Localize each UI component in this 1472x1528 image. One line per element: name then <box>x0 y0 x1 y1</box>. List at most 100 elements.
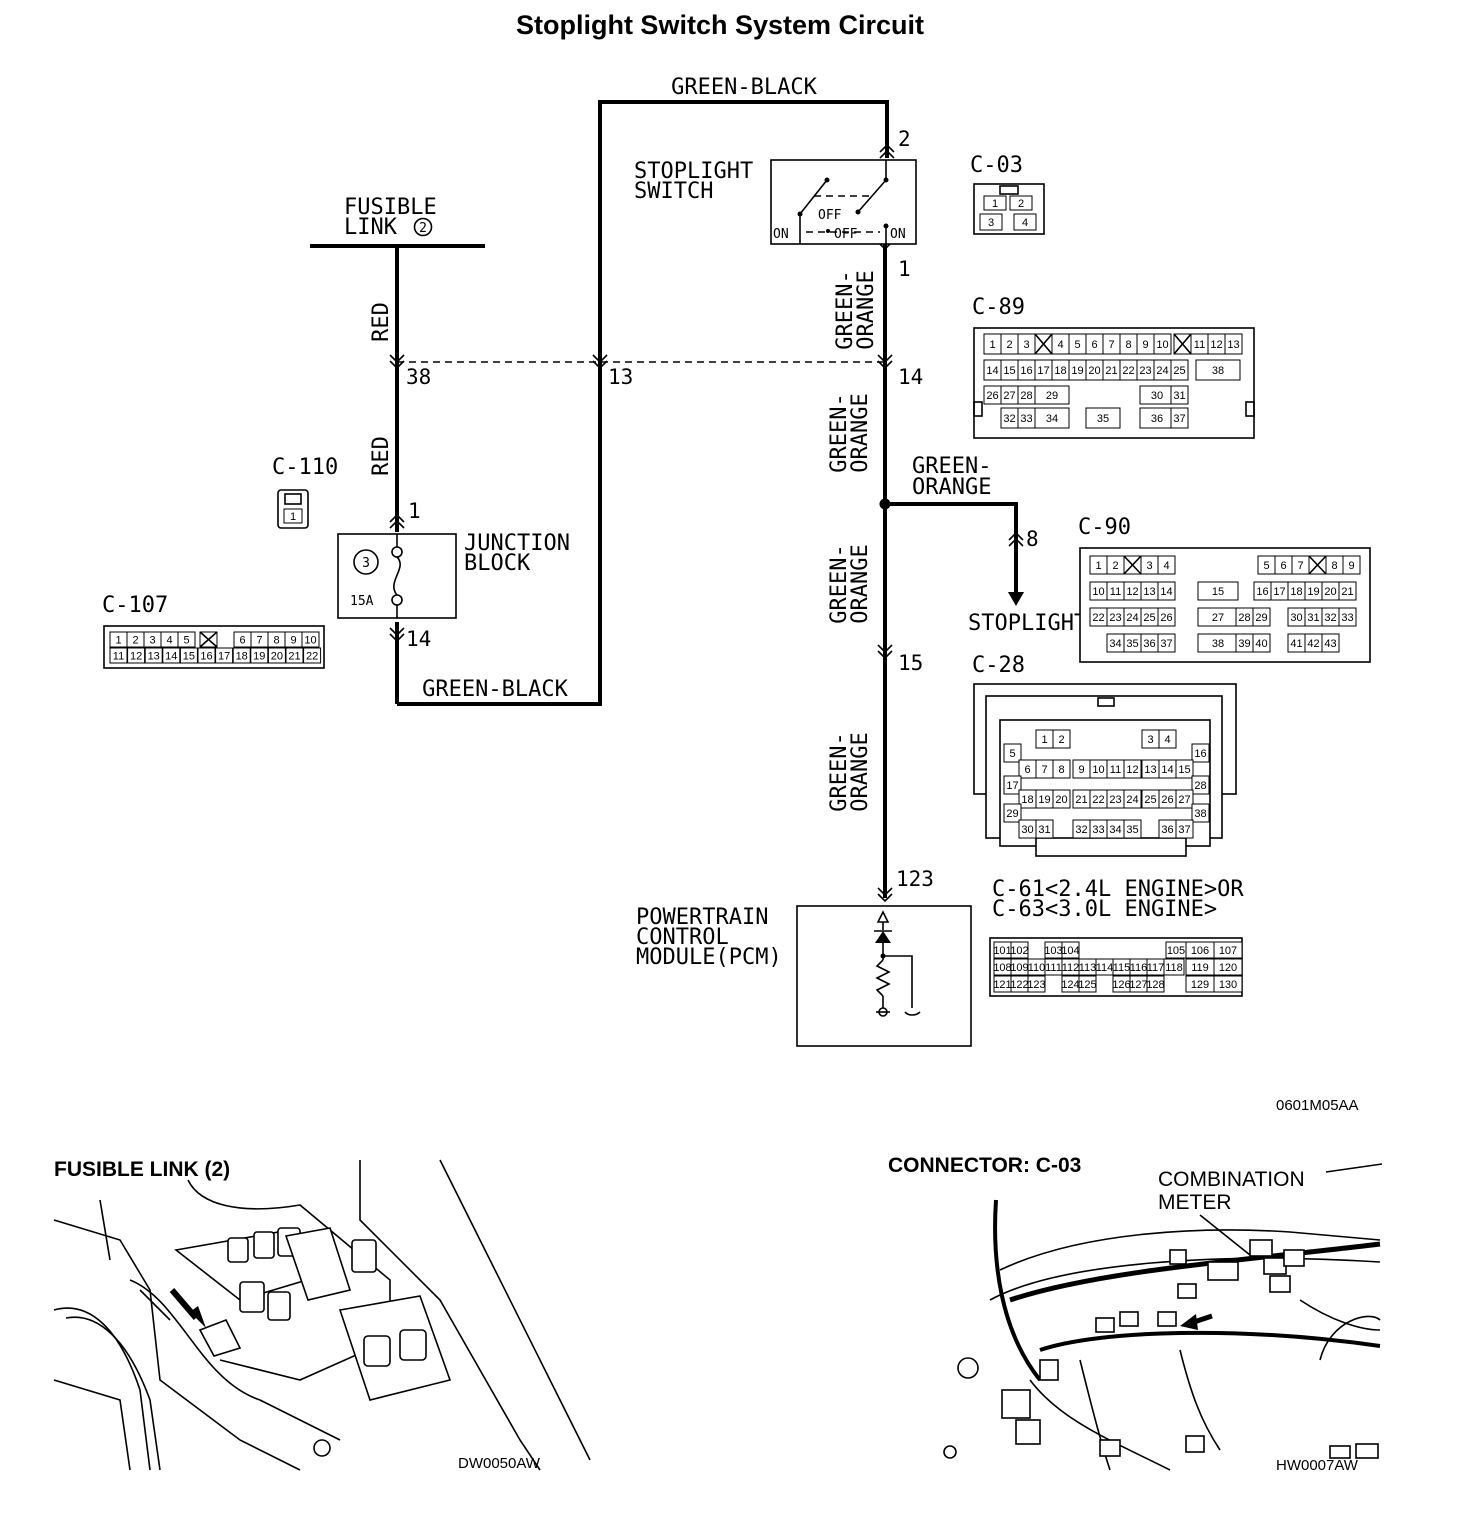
connector-pin: 20 <box>1088 365 1100 377</box>
pcm-label: POWERTRAIN <box>636 905 768 930</box>
connector-cell <box>1061 941 1080 959</box>
connector-cell <box>1009 195 1033 211</box>
connector-cell <box>1003 775 1022 795</box>
connector-pin: 18 <box>1290 586 1302 598</box>
pin-label: 2 <box>898 127 911 151</box>
connector-pin: 40 <box>1255 638 1267 650</box>
locator-code: DW0050AW <box>458 1455 541 1472</box>
connector-pin: 15 <box>183 651 195 663</box>
connector-pin: 24 <box>1126 612 1138 624</box>
connector-pin: 121 <box>993 979 1011 991</box>
connector-cell <box>1213 975 1243 993</box>
connector-pin: 8 <box>1058 764 1064 776</box>
connector-cell <box>1224 333 1243 355</box>
connector-pin: 10 <box>1092 586 1104 598</box>
connector-pin: 2 <box>1058 734 1064 746</box>
c28-pin15-marker <box>877 644 893 660</box>
connector-lock <box>1245 401 1255 417</box>
connector-pin: 12 <box>1126 586 1138 598</box>
connector-cell <box>1342 555 1361 575</box>
connector-pin: 22 <box>306 651 318 663</box>
pcm-signal-line <box>883 955 913 1008</box>
connector-pin: 101 <box>993 945 1011 957</box>
bolt-icon <box>313 1439 331 1457</box>
connector-pin: 35 <box>1097 413 1109 425</box>
connector-pin: 22 <box>1092 794 1104 806</box>
fusible-link-number: 2 <box>419 221 427 236</box>
pcm-terminal-icon <box>904 1011 921 1016</box>
connector-pin: 125 <box>1078 979 1096 991</box>
connector-pin: 18 <box>236 651 248 663</box>
connector-label: C-110 <box>272 455 338 480</box>
switch-terminal <box>883 223 889 229</box>
wire-label-green-orange-2: GREEN- ORANGE <box>827 393 873 472</box>
connector-pin: 3 <box>149 635 155 647</box>
connector-pin: 124 <box>1061 979 1079 991</box>
connector-cell <box>1123 759 1142 779</box>
page-title: Stoplight Switch System Circuit <box>516 10 924 40</box>
connector-cell <box>1052 729 1071 749</box>
jb-pin1-marker <box>389 513 405 529</box>
connector-pin: 4 <box>1164 734 1170 746</box>
connector-label: C-89 <box>972 295 1025 320</box>
connector-pin: 107 <box>1219 945 1237 957</box>
connector-pin: 24 <box>1126 794 1138 806</box>
connector-pin: 5 <box>183 635 189 647</box>
connector-pin: 35 <box>1126 824 1138 836</box>
stoplight-switch: STOPLIGHT SWITCH OFF OFF ON ON <box>634 159 917 245</box>
fuse-element-icon <box>393 556 401 596</box>
resistor-icon <box>875 959 891 997</box>
wire-label-green-black-bottom: GREEN-BLACK <box>422 677 568 702</box>
bolt-icon <box>943 1445 957 1459</box>
connector-pin: 15 <box>1178 764 1190 776</box>
connector-cell <box>1175 759 1194 779</box>
connector-cell <box>144 647 163 664</box>
connector-pin: 29 <box>1046 390 1058 402</box>
connector-lock <box>284 493 302 505</box>
connector-pin: 110 <box>1028 962 1046 974</box>
connector-pin: 18 <box>1021 794 1033 806</box>
connector-pin: 33 <box>1020 413 1032 425</box>
connector-cell <box>1146 975 1165 993</box>
connector-cell <box>250 647 269 664</box>
connector-pin: 5 <box>1009 748 1015 760</box>
hose-line <box>99 1199 171 1321</box>
connector <box>1169 1249 1187 1265</box>
connector-pin: 17 <box>1273 586 1285 598</box>
connector-cell <box>127 647 146 664</box>
connector-cell <box>1035 819 1054 839</box>
connector-cell <box>1003 743 1022 763</box>
connector-cell <box>1252 607 1271 627</box>
wire-label-line: ORANGE <box>848 544 873 623</box>
connector-pin: 2 <box>132 635 138 647</box>
fuse-number: 3 <box>362 556 370 571</box>
wire-label-line: GREEN- <box>827 393 852 472</box>
connector <box>1329 1445 1351 1459</box>
fusible-link-number-circle <box>413 217 433 237</box>
connector-pin: 3 <box>1023 339 1029 351</box>
connector-pin: 21 <box>1105 365 1117 377</box>
harness-branch <box>1079 1359 1111 1471</box>
connector-pin: 30 <box>1151 390 1163 402</box>
terminal-markers <box>389 143 1024 903</box>
connector-cell <box>1034 407 1070 429</box>
connector-pin: 9 <box>290 635 296 647</box>
wire-label-line: GREEN- <box>912 454 991 479</box>
connector-c61-c63: C-61<2.4L ENGINE>OR C-63<3.0L ENGINE> 10… <box>989 877 1244 997</box>
fuse-box-outline <box>187 1179 391 1381</box>
connector-pin: 32 <box>1324 612 1336 624</box>
connector-pin: 6 <box>239 635 245 647</box>
connector-cell <box>179 647 198 664</box>
connector <box>1099 1439 1121 1457</box>
bracket-line <box>53 1219 301 1471</box>
connector-pin: 42 <box>1307 638 1319 650</box>
connector-pin: 24 <box>1156 365 1168 377</box>
connector-pin: 15 <box>1003 365 1015 377</box>
wire-label-green-orange-3: GREEN- ORANGE <box>827 544 873 623</box>
connector-pin: 29 <box>1255 612 1267 624</box>
connector-pin: 16 <box>200 651 212 663</box>
connector-cell <box>1013 213 1037 231</box>
connector-pin: 123 <box>1027 979 1045 991</box>
